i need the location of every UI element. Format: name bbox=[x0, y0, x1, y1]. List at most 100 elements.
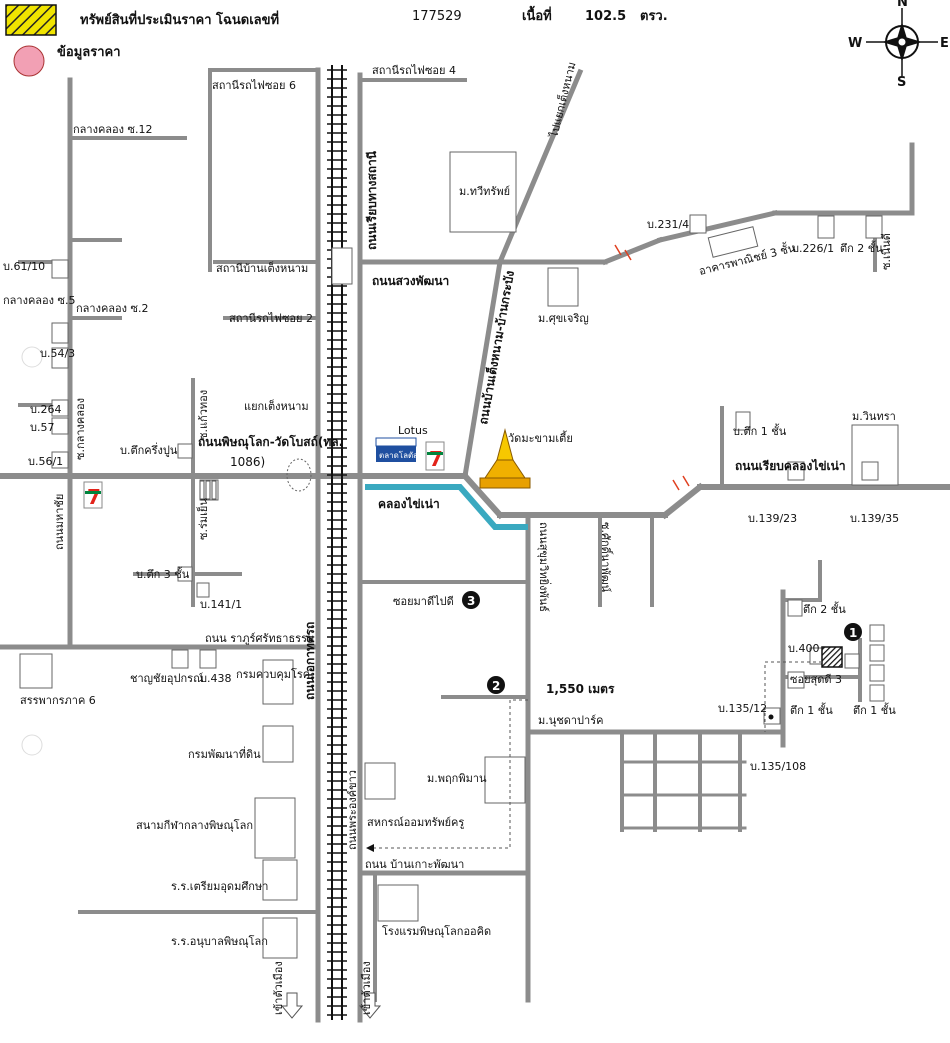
label-b135-108: บ.135/108 bbox=[750, 760, 806, 773]
label-mahachai-road: ถนนพระองค์ขาว bbox=[346, 770, 359, 850]
label-b141: บ.141/1 bbox=[200, 598, 242, 611]
compass-n: N bbox=[897, 0, 908, 10]
label-phitsanulok-wat-bot: ถนนพิษณุโลก-วัดโบสถ์(ทล. bbox=[198, 434, 343, 450]
label-tuek-khrueng: บ.ตึกครึ่งปูน bbox=[120, 442, 178, 457]
marker-1-text: 1 bbox=[849, 626, 857, 640]
label-kaeo-thong: ซ.แก้วทอง bbox=[197, 390, 210, 440]
label-school2: ร.ร.อนุบาลพิษณุโลก bbox=[171, 934, 268, 948]
label-klang-khlong-2: กลางคลอง ซ.2 bbox=[76, 302, 148, 315]
asset-label: ทรัพย์สินที่ประเมินราคา โฉนดเลขที่ bbox=[80, 10, 279, 28]
price-info-label: ข้อมูลราคา bbox=[57, 44, 121, 60]
label-b61: บ.61/10 bbox=[3, 260, 45, 273]
price-dot bbox=[21, 346, 43, 368]
marker-2 bbox=[487, 676, 505, 694]
label-station-soi6: สถานีรถไฟซอย 6 bbox=[212, 79, 296, 92]
label-tuek2-ne: ตึก 2 ชั้น bbox=[840, 240, 883, 255]
label-m-phrukphimarn: ม.พฤกพิมาน bbox=[427, 772, 487, 785]
crosswalk bbox=[199, 480, 217, 500]
label-tuek1-a: ตึก 1 ชั้น bbox=[790, 702, 833, 717]
area-value: 102.5 bbox=[585, 9, 626, 24]
label-klang-khlong-12: กลางคลอง ซ.12 bbox=[73, 123, 152, 136]
marker-dot bbox=[768, 714, 774, 720]
price-dot bbox=[21, 734, 43, 756]
label-school1: ร.ร.เตรียมอุดมศึกษา bbox=[171, 880, 268, 893]
marker-3-text: 3 bbox=[467, 594, 475, 608]
lotus-sub: ตลาดโลตัส bbox=[379, 450, 418, 460]
marker-1 bbox=[844, 623, 862, 641]
area-unit: ตรว. bbox=[640, 9, 668, 24]
canal-khlong-khai-nao bbox=[365, 484, 528, 530]
label-to-muang-left: เข้าตัวเมือง bbox=[272, 961, 285, 1015]
label-soi-sutdi: ซอยสุดดี 3 bbox=[790, 673, 842, 686]
label-b231: บ.231/4 bbox=[647, 218, 689, 231]
subject-parcel bbox=[821, 646, 843, 668]
label-soi-mathi-pidi: ซอยมาดีไปดี bbox=[393, 595, 454, 608]
label-m-sukhcharoen: ม.ศุขเจริญ bbox=[538, 312, 589, 325]
railway-track bbox=[331, 65, 343, 1020]
label-b264: บ.264 bbox=[30, 403, 61, 416]
deed-number: 177529 bbox=[412, 9, 462, 24]
label-wat: วัดมะขามเตี้ย bbox=[508, 430, 573, 445]
label-tuek3: บ.ตึก 3 ชั้น bbox=[136, 566, 190, 581]
label-b135-12: บ.135/12 bbox=[718, 702, 767, 715]
label-m-winthra: ม.วินทรา bbox=[852, 410, 896, 423]
marker-2-text: 2 bbox=[492, 679, 500, 693]
label-b400: บ.400 bbox=[788, 642, 819, 655]
compass-w: W bbox=[848, 36, 862, 51]
label-cooperative: สหกรณ์ออมทรัพย์ครู bbox=[367, 816, 464, 829]
label-krom-land: กรมพัฒนาที่ดิน bbox=[188, 746, 261, 761]
pagoda-icon bbox=[479, 428, 531, 489]
route-dashes-main bbox=[370, 699, 528, 849]
area-label: เนื้อที่ bbox=[522, 5, 552, 24]
label-muang-mahachai-v: ถนนมหาชัย bbox=[53, 494, 66, 550]
junction-circle bbox=[286, 458, 312, 492]
marker-3 bbox=[462, 591, 480, 609]
lotus-logo bbox=[375, 437, 417, 462]
label-b57: บ.57 bbox=[30, 421, 54, 434]
legend-subject-swatch bbox=[5, 4, 57, 36]
label-tuek1-n: บ.ตึก 1 ชั้น bbox=[733, 423, 787, 438]
label-nuchada-park: ม.นุชดาปาร์ค bbox=[538, 714, 603, 727]
label-tuek2-se: ตึก 2 ชั้น bbox=[803, 601, 846, 616]
label-station-banteng: สถานีบ้านเต็งหนาม bbox=[216, 261, 308, 275]
label-suang-phatthana: ถนนสวงพัฒนา bbox=[372, 274, 449, 288]
down-arrow-icon bbox=[280, 992, 382, 1019]
label-to-teng-nam: ไปแยกเต็งหนาม bbox=[546, 60, 578, 139]
bridge-icon bbox=[614, 244, 690, 491]
compass-icon bbox=[866, 8, 938, 76]
label-distance: 1,550 เมตร bbox=[546, 682, 615, 696]
label-chanchai: ชาญชัยอุปกรณ์ bbox=[130, 672, 203, 685]
label-station-soi2: สถานีรถไฟซอย 2 bbox=[229, 312, 313, 325]
label-rail-side-road: ถนนเรียบทางสถานี bbox=[365, 150, 379, 250]
route-dashes bbox=[764, 661, 822, 732]
label-nanakiattiphan: ซ.ศักดิ์นาพัฒน์ bbox=[599, 522, 614, 593]
label-to-muang-right: เข้าตัวเมือง bbox=[360, 961, 373, 1015]
label-ruam-yen: ซ.ร่มเย็น bbox=[196, 498, 210, 540]
label-teng-nam-junction: แยกเต็งหนาม bbox=[244, 399, 309, 413]
label-sanpakorn: สรรพากรภาค 6 bbox=[20, 694, 96, 707]
landmark-boxes bbox=[19, 151, 899, 959]
seven-eleven-icon: 7 bbox=[83, 481, 103, 509]
legend-price-dot bbox=[13, 45, 45, 77]
label-canal: คลองไข่เน่า bbox=[378, 496, 440, 511]
arrow-icon bbox=[366, 844, 374, 852]
label-krom-khumkrong: กรมควบคุมโรค bbox=[236, 667, 310, 681]
label-route-num: 1086) bbox=[230, 455, 265, 469]
label-m-thawisap: ม.ทวีทรัพย์ bbox=[459, 185, 510, 198]
svg-text:7: 7 bbox=[87, 485, 101, 509]
seven-eleven-icon: 7 bbox=[425, 441, 445, 471]
label-b139-23: บ.139/23 bbox=[748, 512, 797, 525]
label-b226: บ.226/1 bbox=[792, 242, 834, 255]
label-ratchaphruek: ถนน ราภูร์ศรัทธาธรรม bbox=[205, 632, 314, 645]
label-sri-nithat: ซ.เนินดี bbox=[880, 233, 893, 270]
label-tuek1-b: ตึก 1 ชั้น bbox=[853, 702, 896, 717]
label-khlong-khai-nao-road: ถนนเรียบคลองไข่เน่า bbox=[735, 458, 846, 473]
railway-ties bbox=[327, 69, 347, 1016]
road-network bbox=[0, 67, 950, 1023]
svg-text:7: 7 bbox=[429, 447, 443, 471]
label-b56: บ.56/1 bbox=[28, 455, 63, 468]
label-b54: บ.54/3 bbox=[40, 347, 75, 360]
label-klang-khlong-v: ซ.กลางคลอง bbox=[74, 398, 87, 460]
label-klang-khlong-5: กลางคลอง ซ.5 bbox=[3, 294, 75, 307]
